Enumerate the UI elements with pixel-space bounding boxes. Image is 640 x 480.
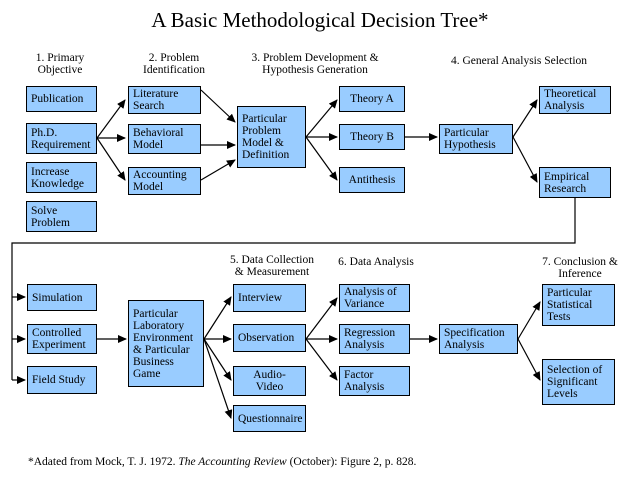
box-theory-b: Theory B xyxy=(339,124,405,150)
footnote: *Adated from Mock, T. J. 1972. The Accou… xyxy=(28,456,416,468)
header-problem-development: 3. Problem Development &Hypothesis Gener… xyxy=(251,52,379,76)
box-theory-a: Theory A xyxy=(339,86,405,112)
header-data-collection: 5. Data Collection& Measurement xyxy=(230,254,314,278)
box-antithesis: Antithesis xyxy=(339,167,405,193)
box-phd-requirement: Ph.D.Requirement xyxy=(26,123,97,154)
footnote-journal: The Accounting Review xyxy=(178,456,287,468)
header-data-analysis: 6. Data Analysis xyxy=(338,256,414,268)
box-simulation: Simulation xyxy=(27,284,97,311)
footnote-reference: (October): Figure 2, p. 828. xyxy=(286,456,417,468)
box-field-study: Field Study xyxy=(27,366,97,394)
header-general-analysis: 4. General Analysis Selection xyxy=(450,55,588,67)
box-questionnaire: Questionnaire xyxy=(233,405,306,432)
footnote-citation: *Adated from Mock, T. J. 1972. xyxy=(28,456,179,468)
box-interview: Interview xyxy=(233,284,306,312)
box-audio-video: Audio-Video xyxy=(233,366,306,396)
box-observation: Observation xyxy=(233,324,306,352)
header-conclusion: 7. Conclusion &Inference xyxy=(542,256,618,280)
box-publication: Publication xyxy=(26,86,97,112)
diagram-title: A Basic Methodological Decision Tree* xyxy=(151,8,489,32)
